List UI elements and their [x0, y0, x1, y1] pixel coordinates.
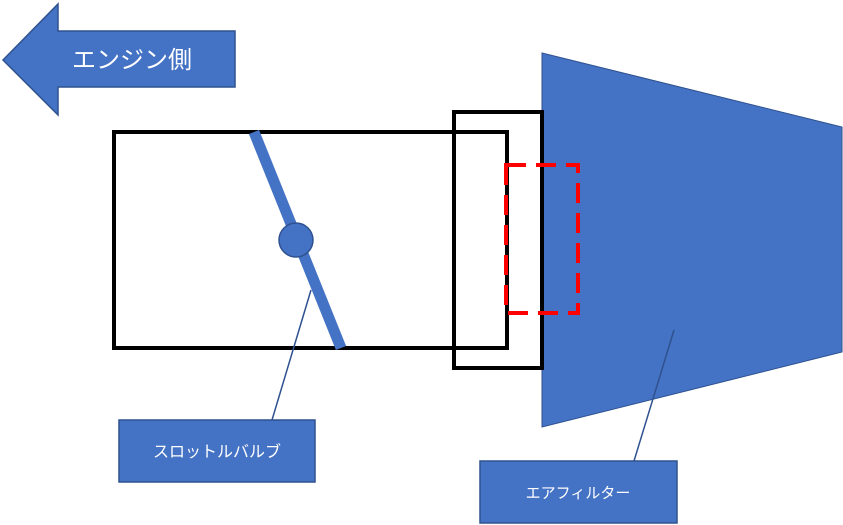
air-filter-callout: エアフィルター [479, 460, 678, 524]
air-filter-callout-box [479, 460, 678, 524]
engine-side-arrow: エンジン側 [1, 2, 236, 117]
air-filter-label: エアフィルター [526, 484, 631, 502]
throttle-valve-label: スロットルバルブ [153, 442, 281, 461]
throttle-valve-callout: スロットルバルブ [118, 419, 316, 483]
throttle-valve-pivot [278, 222, 314, 258]
left-arrow-icon [1, 2, 236, 117]
throttle-valve-callout-box [118, 419, 316, 483]
throttle-valve-leader-line [271, 289, 312, 421]
air-filter-housing [541, 52, 843, 428]
air-filter-leader-line [633, 329, 675, 462]
engine-side-label: エンジン側 [72, 46, 192, 74]
intake-connector [452, 110, 544, 370]
highlight-dashed-region [504, 163, 580, 315]
